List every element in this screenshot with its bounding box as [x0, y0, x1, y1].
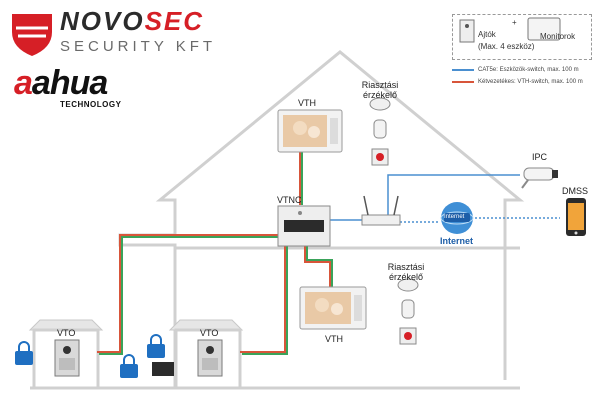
vtnc-label: VTNC: [277, 195, 302, 205]
alarm-sensors-top: [369, 97, 391, 166]
legend-monitor-icon: [527, 17, 561, 41]
internet-label: Internet: [440, 236, 474, 246]
legend-cat5e-text: CAT5e: Eszközök-switch, max. 100 m: [478, 67, 579, 73]
lock-icon: [15, 341, 33, 365]
internet-globe-label: Internet: [444, 214, 465, 220]
router: [361, 195, 401, 226]
alarm-top-label-line1: Riasztási: [361, 80, 399, 90]
novosec-shield-logo: [12, 14, 52, 56]
alarm-top-label-line2: érzékelő: [362, 90, 398, 100]
legend-box: [452, 14, 592, 60]
vto-right-label: VTO: [200, 328, 219, 338]
partner-subtitle: TECHNOLOGY: [60, 100, 122, 109]
ipc-camera: [521, 167, 558, 189]
vto-right-panel: [197, 339, 223, 377]
vtnc-switch: [277, 205, 331, 247]
legend-monitors-label: Monitorok: [540, 32, 576, 41]
internet-globe: [440, 202, 474, 234]
legend-doors-label: Ajtók: [478, 30, 496, 39]
alarm-sensors-bottom: [397, 278, 419, 345]
vth-top-label: VTH: [298, 98, 316, 108]
brand-name: NOVOSEC: [60, 6, 204, 37]
lock-controller: [152, 362, 174, 376]
cat5e-cabling: [330, 174, 560, 223]
two-wire-cabling: [97, 150, 333, 355]
legend-plus: +: [512, 18, 517, 27]
legend-door-icon: [459, 19, 475, 43]
legend-max-devices: (Max. 4 eszköz): [478, 42, 535, 51]
gate-structure: [28, 319, 244, 390]
legend-twowire-text: Kétvezetékes: VTH-switch, max. 100 m: [478, 79, 583, 85]
dmss-label: DMSS: [562, 186, 589, 196]
partner-logo-text: ahua: [31, 64, 108, 102]
vth-top-monitor: [277, 109, 343, 153]
alarm-bottom-label-line1: Riasztási: [387, 262, 425, 272]
lock-icon: [147, 334, 165, 358]
brand-subtitle: SECURITY KFT: [60, 38, 217, 55]
partner-logo: aahua: [14, 64, 108, 102]
ipc-label: IPC: [532, 152, 548, 162]
brand-name-part2: SEC: [144, 6, 205, 36]
brand-name-part1: NOVO: [60, 6, 145, 36]
dmss-phone: [566, 198, 586, 236]
vto-left-label: VTO: [57, 328, 76, 338]
alarm-bottom-label: Riasztási érzékelő: [386, 262, 426, 282]
lock-icon: [120, 354, 138, 378]
vto-left-panel: [54, 339, 80, 377]
vth-bottom-monitor: [299, 286, 367, 330]
alarm-bottom-label-line2: érzékelő: [388, 272, 424, 282]
vth-bottom-label: VTH: [325, 334, 343, 344]
alarm-top-label: Riasztási érzékelő: [360, 80, 400, 100]
